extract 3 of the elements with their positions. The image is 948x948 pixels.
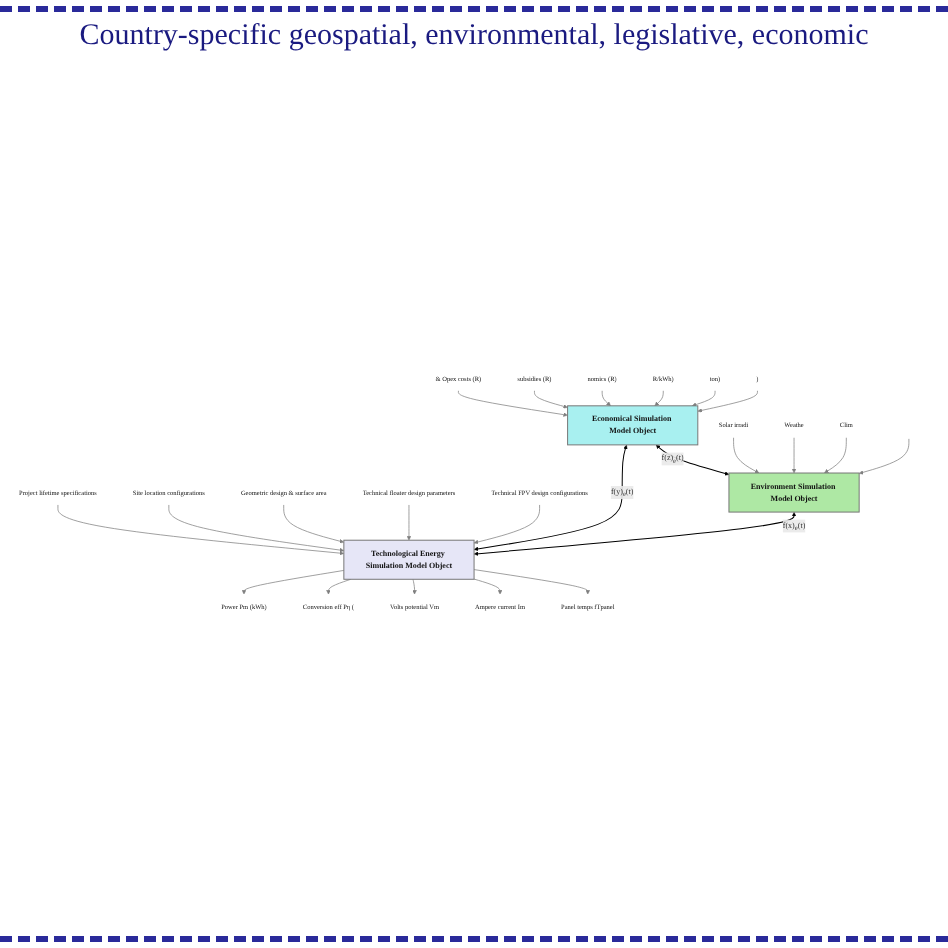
title: Country-specific geospatial, environmental, legislative, economic — [77, 18, 871, 56]
arrow — [473, 512, 797, 557]
arrow — [655, 445, 730, 477]
